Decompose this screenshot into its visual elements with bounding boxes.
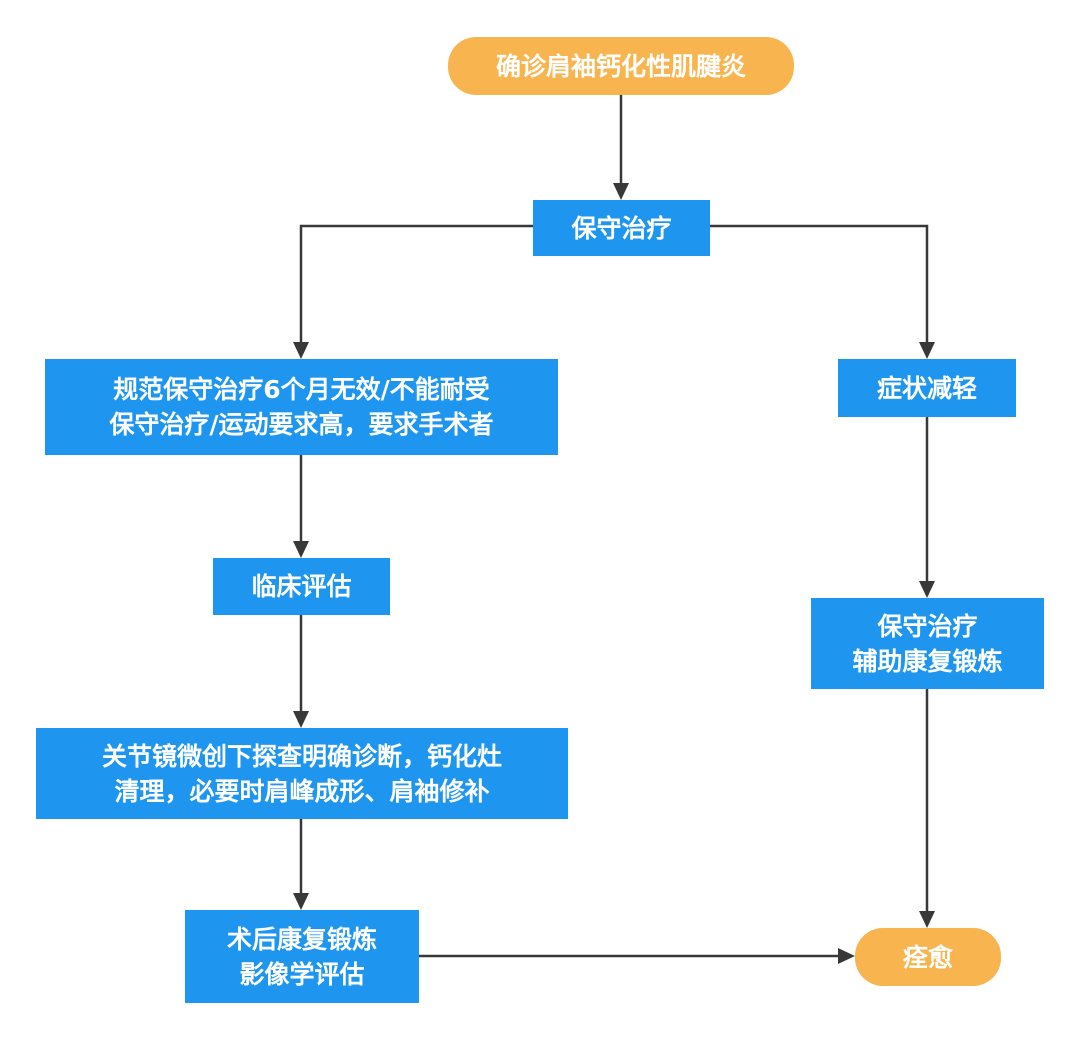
- arrowhead-cure-top: [919, 911, 935, 928]
- arrowhead-rehab: [919, 581, 935, 598]
- node-cure: 痊愈: [855, 928, 1001, 986]
- arrowhead-relief: [919, 342, 935, 359]
- arrowhead-cure-left: [838, 948, 855, 964]
- node-postop-rehab: 术后康复锻炼 影像学评估: [185, 910, 419, 1003]
- arrowhead-surgery: [293, 711, 309, 728]
- node-postop-rehab-line-1: 术后康复锻炼: [226, 924, 377, 954]
- node-start: 确诊肩袖钙化性肌腱炎: [448, 37, 794, 95]
- node-surgery-indication: 规范保守治疗6个月无效/不能耐受 保守治疗/运动要求高，要求手术者: [45, 359, 558, 455]
- node-arthroscopic-surgery-line-1: 关节镜微创下探查明确诊断，钙化灶: [101, 741, 502, 771]
- node-conservative-rehab-line-1: 保守治疗: [877, 611, 978, 641]
- node-surgery-indication-line-2: 保守治疗/运动要求高，要求手术者: [109, 410, 494, 439]
- node-postop-rehab-line-2: 影像学评估: [239, 959, 365, 989]
- node-arthroscopic-surgery: 关节镜微创下探查明确诊断，钙化灶 清理，必要时肩峰成形、肩袖修补: [36, 728, 568, 819]
- node-conservative-treatment-text: 保守治疗: [571, 213, 672, 243]
- node-clinical-assessment-text: 临床评估: [251, 572, 352, 601]
- edge-conserve-to-relief: [710, 224, 929, 342]
- node-surgery-indication-line-1: 规范保守治疗6个月无效/不能耐受: [113, 375, 490, 404]
- edge-conserve-to-indication: [299, 224, 533, 342]
- node-conservative-treatment: 保守治疗: [533, 200, 710, 256]
- node-arthroscopic-surgery-line-2: 清理，必要时肩峰成形、肩袖修补: [114, 776, 490, 806]
- node-cure-text: 痊愈: [902, 942, 953, 972]
- node-symptom-relief-text: 症状减轻: [876, 373, 977, 403]
- arrowhead-conserve: [613, 183, 629, 200]
- arrowhead-assess: [293, 541, 309, 558]
- arrowhead-indication: [293, 342, 309, 359]
- node-start-text: 确诊肩袖钙化性肌腱炎: [495, 51, 746, 81]
- node-symptom-relief: 症状减轻: [838, 359, 1016, 417]
- arrowhead-postop: [293, 893, 309, 910]
- node-conservative-rehab: 保守治疗 辅助康复锻炼: [811, 598, 1044, 689]
- node-conservative-rehab-line-2: 辅助康复锻炼: [852, 646, 1003, 676]
- node-clinical-assessment: 临床评估: [213, 558, 390, 615]
